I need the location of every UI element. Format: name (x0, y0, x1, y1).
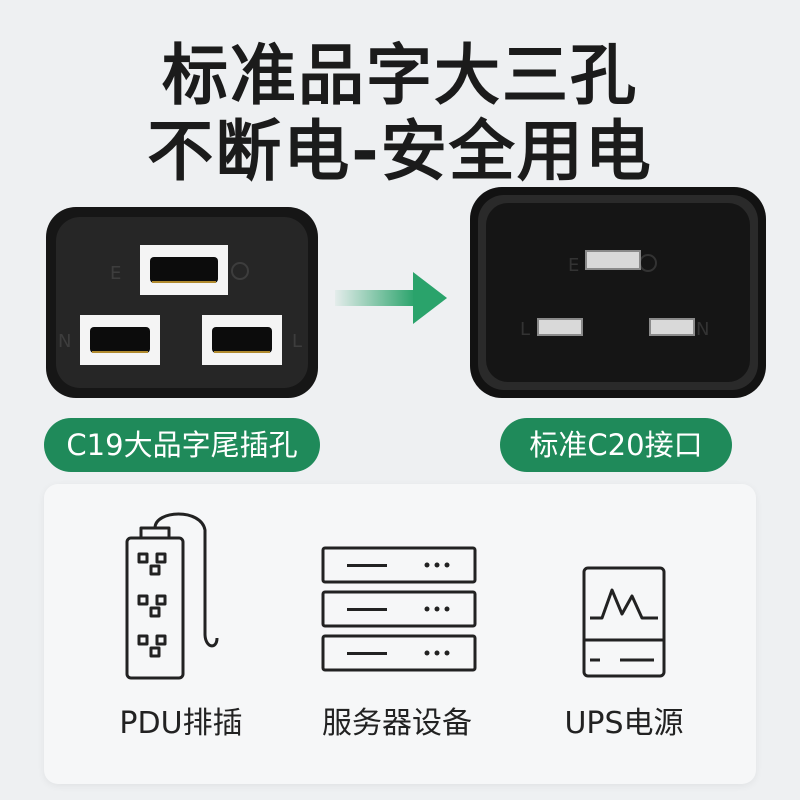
device-ups: UPS电源 (524, 484, 724, 784)
c20-inlet-image: E L N (470, 187, 766, 398)
device-server: 服务器设备 (297, 484, 497, 784)
c19-mark-e: E (110, 263, 121, 284)
c20-label-pill: 标准C20接口 (500, 418, 732, 472)
c19-label-pill: C19大品字尾插孔 (44, 418, 320, 472)
device-label-server: 服务器设备 (322, 706, 472, 741)
device-pdu: PDU排插 (81, 484, 281, 784)
arrow-right-icon (335, 272, 447, 324)
c20-mark-l: L (520, 319, 530, 340)
c20-mark-e: E (568, 255, 579, 276)
ground-symbol-icon (231, 262, 249, 280)
power-strip-icon (125, 512, 219, 680)
c19-mark-l: L (292, 331, 302, 352)
device-label-pdu: PDU排插 (119, 706, 243, 741)
c20-live-pin (537, 318, 583, 336)
c20-mark-n: N (696, 319, 709, 340)
compatible-devices-panel: PDU排插 服务器设备 (44, 484, 756, 784)
headline-line-1: 标准品字大三孔 (162, 37, 638, 114)
c20-earth-pin (585, 250, 641, 270)
c20-neutral-pin (649, 318, 695, 336)
ups-icon (582, 566, 666, 678)
device-label-ups: UPS电源 (564, 706, 684, 741)
headline-line-2: 不断电-安全用电 (147, 113, 653, 190)
server-rack-icon (321, 546, 477, 672)
c19-socket-image: E N L (46, 207, 318, 398)
c19-mark-n: N (58, 331, 71, 352)
